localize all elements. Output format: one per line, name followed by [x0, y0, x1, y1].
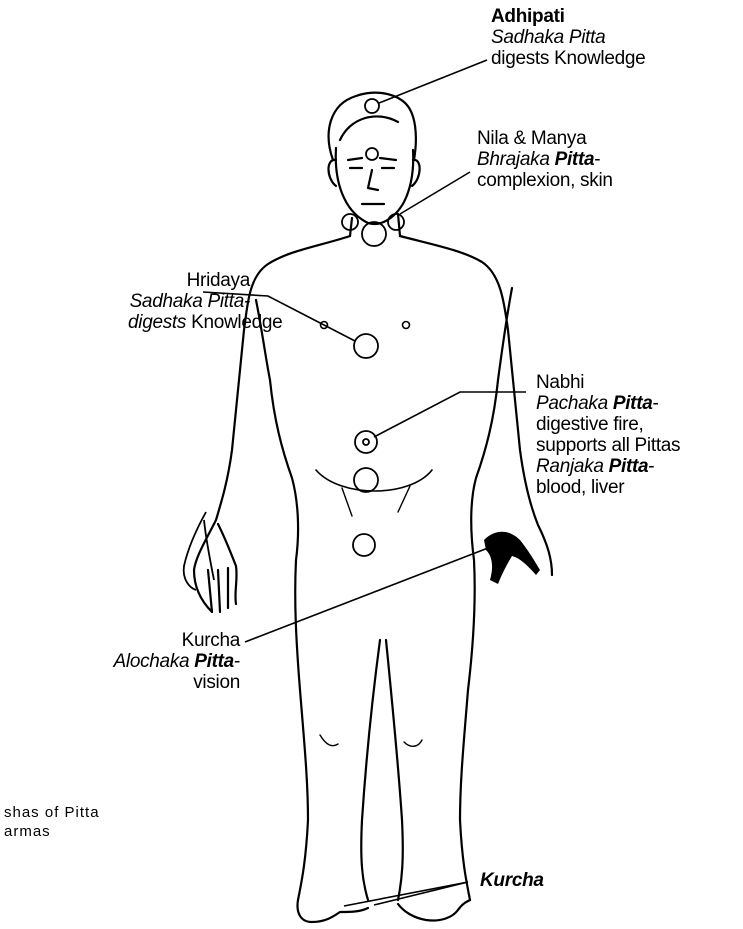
nabhi-subdosha1-bold: Pitta — [613, 393, 653, 414]
nabhi-name: Nabhi — [536, 372, 680, 393]
kurcha-hand-subdosha-bold: Pitta — [194, 651, 234, 672]
label-hridaya: Hridaya Sadhaka Pitta- digests Knowledge — [128, 270, 250, 333]
hridaya-function-prefix: digests — [128, 312, 186, 333]
knees — [320, 735, 422, 746]
leader-kurcha-foot-2 — [374, 882, 468, 905]
caption-line1: shas of Pitta — [4, 803, 100, 822]
marma-nabhi — [355, 431, 377, 453]
nila-manya-name: Nila & Manya — [477, 128, 613, 149]
kurcha-hand-subdosha: Alochaka — [114, 651, 195, 672]
hridaya-name: Hridaya — [128, 270, 250, 291]
hridaya-function: Knowledge — [186, 312, 282, 333]
marma-forehead — [366, 148, 378, 160]
marma-adhipati — [365, 99, 379, 113]
label-kurcha-hand: Kurcha Alochaka Pitta- vision — [110, 630, 240, 693]
nabhi-subdosha2: Ranjaka — [536, 456, 609, 477]
body-outline-right — [400, 236, 552, 900]
nabhi-function1-c: supports all Pittas — [536, 435, 680, 456]
marma-lower-abdomen — [354, 468, 378, 492]
hair — [329, 93, 416, 160]
leader-kurcha-hand — [245, 548, 488, 642]
nila-manya-function: complexion, skin — [477, 170, 613, 191]
marma-nabhi-center — [363, 439, 369, 445]
caption: shas of Pitta armas — [4, 803, 100, 841]
nabhi-subdosha2-bold: Pitta — [609, 456, 649, 477]
nabhi-dash1: - — [653, 393, 659, 414]
marma-neck-right — [388, 214, 404, 230]
nila-manya-subdosha: Bhrajaka — [477, 149, 555, 170]
hridaya-subdosha: Sadhaka Pitta- — [128, 291, 250, 312]
nila-manya-dash: - — [594, 149, 600, 170]
kurcha-hand-name: Kurcha — [110, 630, 240, 651]
legs-inner — [361, 640, 403, 900]
nabhi-subdosha1: Pachaka — [536, 393, 613, 414]
label-nabhi: Nabhi Pachaka Pitta- digestive fire, sup… — [536, 372, 680, 498]
label-kurcha-foot: Kurcha — [480, 870, 544, 891]
adhipati-subdosha: Sadhaka Pitta — [491, 27, 645, 48]
leader-kurcha-foot-1 — [344, 882, 468, 906]
nipple-right — [403, 322, 410, 329]
nabhi-function1-b: digestive fire, — [536, 414, 680, 435]
marma-hridaya — [354, 334, 378, 358]
label-adhipati: Adhipati Sadhaka Pitta digests Knowledge — [491, 6, 645, 69]
body-outline-left — [194, 236, 350, 900]
nabhi-dash2: - — [648, 456, 654, 477]
nabhi-function2-b: blood, liver — [536, 477, 680, 498]
leader-adhipati — [379, 60, 487, 103]
nila-manya-subdosha-bold: Pitta — [555, 149, 595, 170]
adhipati-name: Adhipati — [491, 6, 645, 27]
right-hand-dark — [484, 532, 540, 584]
marma-basti — [353, 534, 375, 556]
leader-nabhi — [374, 392, 526, 437]
label-nila-manya: Nila & Manya Bhrajaka Pitta- complexion,… — [477, 128, 613, 191]
kurcha-hand-function: vision — [110, 672, 240, 693]
marma-throat — [362, 222, 386, 246]
adhipati-function: digests Knowledge — [491, 48, 645, 69]
kurcha-hand-dash: - — [234, 651, 240, 672]
kurcha-foot-name: Kurcha — [480, 870, 544, 891]
caption-line2: armas — [4, 822, 100, 841]
nose — [368, 170, 378, 190]
